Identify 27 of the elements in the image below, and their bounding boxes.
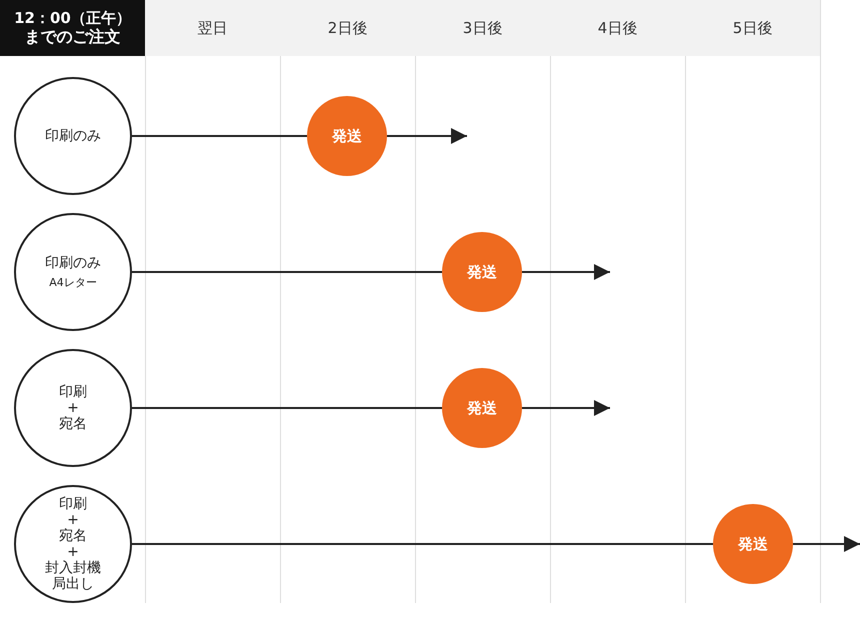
order-deadline-text: までのご注文	[24, 27, 120, 48]
arrow	[387, 128, 467, 144]
label-text: 印刷 + 宛名	[58, 384, 88, 432]
arrow	[522, 400, 610, 416]
label-text: 印刷 + 宛名 + 封入封機局出し	[44, 496, 102, 592]
label-text: A4レター	[49, 276, 97, 290]
connector-line	[132, 407, 442, 409]
label-text: 発送	[738, 534, 768, 554]
arrow	[522, 264, 610, 280]
label-text: 翌日	[198, 18, 228, 38]
header-cell	[0, 0, 145, 56]
connector-line	[132, 271, 442, 273]
label-text: 発送	[332, 126, 362, 146]
column-header	[145, 0, 280, 56]
connector-line	[132, 135, 307, 137]
label-text: 発送	[467, 262, 497, 282]
label-text: 印刷のみ	[44, 254, 102, 271]
order-deadline-text: 12：00（正午）	[14, 8, 131, 28]
label-text: 3日後	[462, 18, 502, 38]
connector-line	[132, 543, 713, 545]
label-text: 5日後	[732, 18, 772, 38]
arrow	[793, 536, 860, 552]
label-text: 印刷のみ	[44, 128, 102, 144]
label-text: 4日後	[598, 18, 638, 38]
column-header	[685, 0, 820, 56]
label-text: 2日後	[328, 18, 368, 38]
label-text: 発送	[467, 398, 497, 418]
